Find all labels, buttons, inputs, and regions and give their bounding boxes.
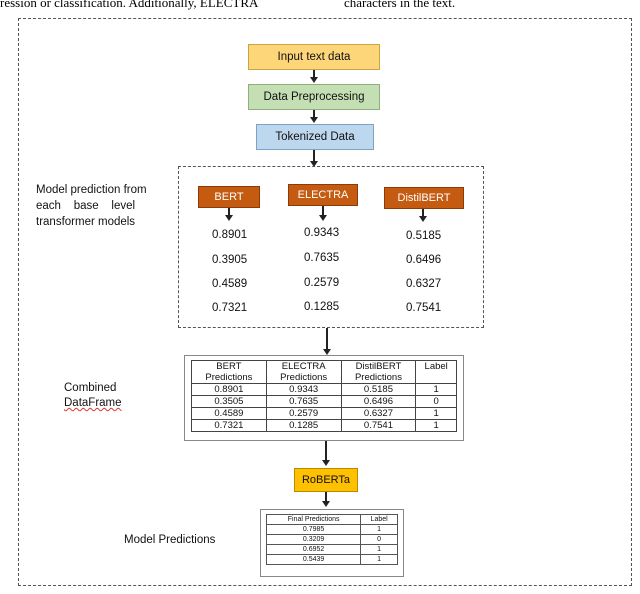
cell: 0.4589 xyxy=(191,407,267,420)
bert-arrow-head xyxy=(225,215,233,221)
roberta-box: RoBERTa xyxy=(294,468,358,492)
electra-model-box: ELECTRA xyxy=(288,184,358,206)
cell: 0.6496 xyxy=(340,395,417,408)
cell: 0.3505 xyxy=(191,395,267,408)
table-row: 0.5439 1 xyxy=(265,554,398,565)
cell: 1 xyxy=(415,419,457,432)
cell: 0 xyxy=(360,534,398,545)
cell: 0.7541 xyxy=(340,419,417,432)
combined-label-1: Combined xyxy=(64,382,117,394)
top-text-left: ression or classification. Additionally,… xyxy=(0,0,259,10)
arrow-3 xyxy=(313,150,315,162)
diagram-frame xyxy=(18,18,632,586)
cell: 1 xyxy=(415,407,457,420)
table-row: 0.3505 0.7635 0.6496 0 xyxy=(191,395,457,408)
bert-value-4: 0.7321 xyxy=(212,302,248,314)
arrow-6 xyxy=(325,492,327,502)
electra-value-4: 0.1285 xyxy=(304,301,340,313)
electra-value-1: 0.9343 xyxy=(304,227,340,239)
model-section-label-2: each base level xyxy=(36,200,136,212)
bert-value-1: 0.8901 xyxy=(212,229,248,241)
cell: 0.8901 xyxy=(191,383,267,396)
cell: 0.1285 xyxy=(265,419,342,432)
model-section-label-3: transformer models xyxy=(36,216,136,228)
distilbert-arrow xyxy=(422,209,424,217)
arrow-5 xyxy=(325,441,327,461)
table-row: 0.4589 0.2579 0.6327 1 xyxy=(191,407,457,420)
distilbert-value-4: 0.7541 xyxy=(406,302,442,314)
table-row: 0.7321 0.1285 0.7541 1 xyxy=(191,419,457,432)
final-predictions-label: Model Predictions xyxy=(124,534,216,546)
model-section-label-1: Model prediction from xyxy=(36,184,147,196)
arrow-5-head xyxy=(322,460,330,466)
final-predictions-table: Final Predictions Label 0.7985 1 0.3209 … xyxy=(265,514,398,565)
cell: 1 xyxy=(360,524,398,535)
electra-arrow xyxy=(322,206,324,216)
electra-value-3: 0.2579 xyxy=(304,277,340,289)
model-predictions-group xyxy=(178,166,484,328)
bert-value-2: 0.3905 xyxy=(212,254,248,266)
cell: 0.5439 xyxy=(265,554,362,565)
cell: 0.2579 xyxy=(265,407,342,420)
preprocessing-box: Data Preprocessing xyxy=(248,84,380,110)
cell: 1 xyxy=(360,554,398,565)
arrow-1 xyxy=(313,70,315,78)
arrow-2 xyxy=(313,110,315,118)
cell: 1 xyxy=(360,544,398,555)
tokenized-box: Tokenized Data xyxy=(256,124,374,150)
distilbert-model-box: DistilBERT xyxy=(384,187,464,209)
bert-arrow xyxy=(228,208,230,216)
arrow-3-head xyxy=(310,161,318,167)
input-text-box: Input text data xyxy=(248,44,380,70)
final-header-label: Label xyxy=(360,514,398,525)
final-predictions-table-wrap: Final Predictions Label 0.7985 1 0.3209 … xyxy=(260,509,404,577)
cell: 0.5185 xyxy=(340,383,417,396)
distilbert-arrow-head xyxy=(419,216,427,222)
final-header-predictions: Final Predictions xyxy=(265,514,362,525)
arrow-6-head xyxy=(322,501,330,507)
cell: 0.6327 xyxy=(340,407,417,420)
cell: 0 xyxy=(415,395,457,408)
electra-value-2: 0.7635 xyxy=(304,252,340,264)
electra-arrow-head xyxy=(319,215,327,221)
cell: 0.7321 xyxy=(191,419,267,432)
top-text-right: characters in the text. xyxy=(344,0,456,10)
cell: 0.6952 xyxy=(265,544,362,555)
arrow-4 xyxy=(326,328,328,350)
arrow-1-head xyxy=(310,77,318,83)
distilbert-value-3: 0.6327 xyxy=(406,278,442,290)
combined-label-2: DataFrame xyxy=(64,397,122,409)
final-header-row: Final Predictions Label xyxy=(265,514,398,525)
cell: 0.3209 xyxy=(265,534,362,545)
table-row: 0.6952 1 xyxy=(265,544,398,555)
distilbert-value-2: 0.6496 xyxy=(406,254,442,266)
arrow-4-head xyxy=(323,349,331,355)
arrow-2-head xyxy=(310,117,318,123)
cell: 0.7985 xyxy=(265,524,362,535)
combined-header-label: Label xyxy=(415,360,457,384)
table-row: 0.8901 0.9343 0.5185 1 xyxy=(191,383,457,396)
table-row: 0.7985 1 xyxy=(265,524,398,535)
bert-value-3: 0.4589 xyxy=(212,278,248,290)
distilbert-value-1: 0.5185 xyxy=(406,230,442,242)
bert-model-box: BERT xyxy=(198,186,260,208)
cell: 0.7635 xyxy=(265,395,342,408)
table-row: 0.3209 0 xyxy=(265,534,398,545)
cell: 1 xyxy=(415,383,457,396)
cell: 0.9343 xyxy=(265,383,342,396)
